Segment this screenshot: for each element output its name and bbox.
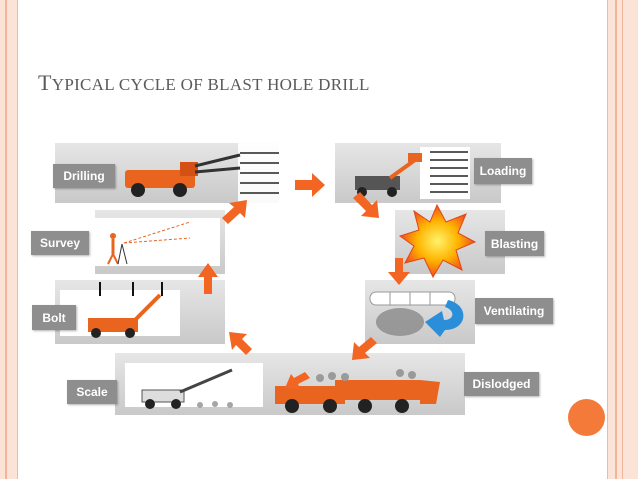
arrow-down-right-icon [353,192,379,218]
decorative-circle [568,399,605,436]
label-drilling: Drilling [53,164,115,188]
slide-frame-right [607,0,638,479]
tunnel-scale [115,353,275,415]
smoke-cloud [376,308,424,336]
label-ventilating: Ventilating [475,298,553,324]
arrow-up-left-icon [229,332,252,355]
airflow-arrow-icon [425,300,464,337]
arrow-up-icon [198,263,218,294]
drilling-machine [125,153,241,197]
blast-icon [398,203,477,279]
dislodged-loader [275,369,440,413]
slide-title: TYPICAL CYCLE OF BLAST HOLE DRILL [38,70,370,96]
title-initial: T [38,70,52,95]
slide-frame-left [0,0,18,479]
label-scale: Scale [67,380,117,404]
label-loading: Loading [474,158,532,184]
arrow-down-icon [388,258,410,285]
scale-machine [141,368,233,409]
ventilation-pipe [369,291,456,306]
bolt-machine [88,282,163,338]
label-blasting: Blasting [485,231,544,256]
label-dislodged: Dislodged [464,372,539,396]
surveyor-figure [107,221,191,265]
tunnel-bolt [55,280,225,344]
arrow-up-right-icon [222,200,247,224]
cycle-arrows [198,173,410,390]
arrow-left-icon [285,372,310,390]
arrow-right-icon [295,173,325,197]
label-bolt: Bolt [32,305,76,330]
title-text: YPICAL CYCLE OF BLAST HOLE DRILL [51,75,370,94]
label-survey: Survey [31,231,89,255]
arrow-down-left-icon [352,337,377,360]
